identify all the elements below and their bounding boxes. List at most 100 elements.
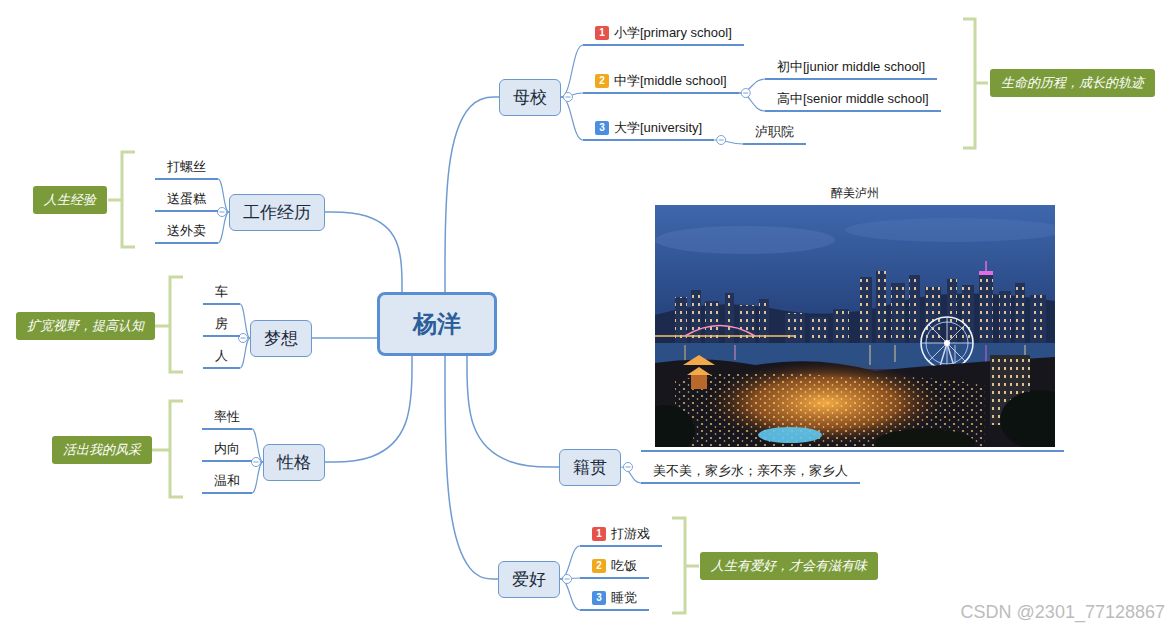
subtopic: 人: [203, 348, 240, 369]
branch-connector: [218, 179, 229, 212]
collapse-toggle: [717, 136, 726, 145]
topic-text: 车: [215, 284, 228, 300]
subtopic: 打螺丝: [155, 159, 218, 180]
topic-text: 生命的历程，成长的轨迹: [1001, 75, 1144, 90]
illustration-part: [979, 271, 993, 275]
main-topic: 爱好: [498, 561, 560, 598]
image-topic-underline: [641, 450, 1064, 452]
branch-connector: [561, 45, 583, 97]
connectors: [218, 45, 765, 610]
branch-connector: [240, 304, 250, 338]
topic-text: 扩宽视野，提高认知: [27, 318, 144, 333]
subtopic: 3睡觉: [580, 590, 649, 611]
summary-bracket: [672, 518, 699, 613]
illustration-part: [954, 345, 955, 367]
watermark: CSDN @2301_77128867: [961, 601, 1165, 623]
illustration-part: [734, 345, 735, 360]
priority-number: 2: [595, 74, 609, 88]
toggle-minus: [626, 467, 631, 468]
toggle-minus: [220, 212, 225, 213]
luzhou-night-photo: [655, 205, 1055, 447]
subtopic: 1 打游戏: [580, 526, 662, 547]
illustration-part: [655, 335, 795, 337]
central-topic: 杨洋: [377, 292, 497, 356]
topic-text: 吃饭: [611, 558, 637, 574]
branch-connector: [560, 579, 580, 610]
summary-bracket: [155, 277, 183, 372]
subtopic: 2 吃饭: [580, 558, 649, 579]
toggle-circle: [717, 136, 726, 145]
subtopic: 温和: [202, 473, 252, 494]
summary-bracket: [108, 152, 135, 247]
branch-connector: [312, 337, 377, 339]
collapse-toggle: [741, 89, 750, 98]
branch-connector: [560, 546, 580, 579]
subtopic: 车: [203, 284, 240, 305]
branch-connector: [561, 97, 583, 140]
branch-connector: [252, 429, 263, 462]
priority-number: 1: [595, 26, 609, 40]
toggle-minus: [719, 140, 724, 141]
illustration-part: [655, 226, 835, 254]
topic-text: 打螺丝: [167, 159, 206, 175]
toggle-circle: [563, 575, 572, 584]
topic-text: 人生有爱好，才会有滋有味: [711, 558, 867, 573]
topic-text: 活出我的风采: [63, 442, 141, 457]
toggle-circle: [741, 89, 750, 98]
priority-number: 3: [595, 121, 609, 135]
priority-number: 1: [592, 527, 606, 541]
summary-box: 人生有爱好，才会有滋有味: [700, 552, 878, 580]
collapse-toggle: [563, 575, 572, 584]
topic-text: 打游戏: [611, 526, 650, 542]
subtopic: 房: [203, 316, 240, 337]
main-topic: 工作经历: [229, 194, 325, 231]
illustration-part: [655, 205, 1055, 447]
topic-text: 工作经历: [243, 203, 311, 222]
toggle-minus: [566, 97, 571, 98]
illustration-part: [894, 345, 895, 362]
toggle-circle: [239, 334, 248, 343]
topic-text: 泸职院: [755, 124, 794, 140]
collapse-toggle: [564, 93, 573, 102]
illustration-part: [985, 345, 986, 363]
branch-connector: [467, 356, 559, 467]
collapse-toggle: [239, 334, 248, 343]
subtopic: 送蛋糕: [155, 191, 218, 212]
illustration-part: [685, 326, 755, 337]
priority-number: 2: [592, 559, 606, 573]
subtopic: 率性: [202, 409, 252, 430]
toggle-circle: [218, 208, 227, 217]
collapse-toggle: [218, 208, 227, 217]
illustration-part: [944, 340, 950, 346]
topic-text: 送外卖: [167, 223, 206, 239]
subtopic: 初中[junior middle school]: [765, 59, 937, 80]
illustration-part: [758, 427, 822, 443]
illustration-part: [929, 325, 966, 362]
illustration-part: [921, 317, 973, 369]
toggle-minus: [254, 462, 259, 463]
summary-bracket: [152, 401, 183, 497]
topic-text: 温和: [214, 473, 240, 489]
main-topic: 籍贯: [559, 449, 621, 486]
main-topic: 梦想: [250, 320, 312, 357]
illustration-part: [1000, 390, 1055, 447]
subtopic: 2中学[middle school]: [583, 73, 739, 94]
branch-connector: [445, 356, 498, 579]
topic-text: 睡觉: [611, 590, 637, 606]
subtopic: 美不美，家乡水；亲不亲，家乡人: [641, 463, 860, 484]
summary-box: 生命的历程，成长的轨迹: [990, 69, 1155, 97]
collapse-toggle: [624, 463, 633, 472]
illustration-part: [929, 325, 966, 362]
subtopic: 内向: [202, 441, 252, 462]
main-topic: 性格: [263, 444, 325, 481]
subtopic: 高中[senior middle school]: [765, 91, 941, 112]
topic-text: 初中[junior middle school]: [777, 59, 925, 75]
subtopic: 泸职院: [743, 124, 806, 145]
subtopic: 1小学[primary school]: [583, 25, 744, 46]
topic-text: 高中[senior middle school]: [777, 91, 929, 107]
topic-text: 爱好: [512, 570, 546, 589]
summary-box: 人生经验: [33, 186, 107, 214]
summary-brackets: [108, 19, 988, 613]
topic-text: 母校: [513, 88, 547, 107]
